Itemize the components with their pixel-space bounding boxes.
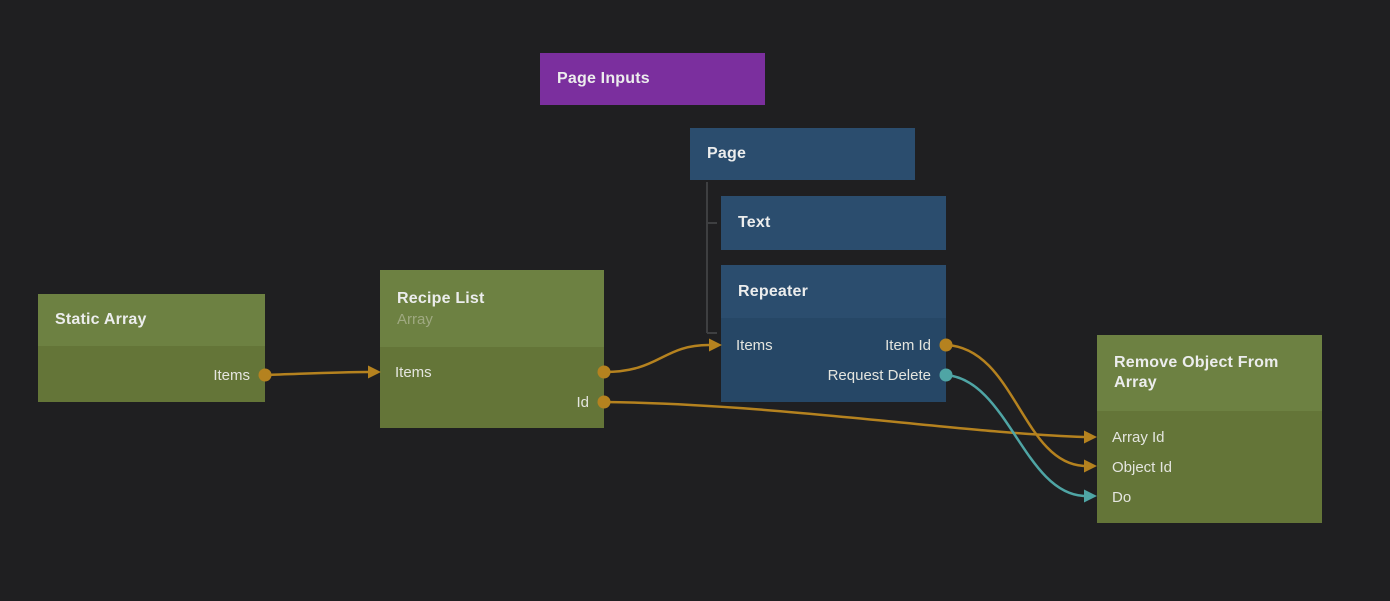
node-title: Text — [738, 214, 771, 231]
node-header: Repeater — [721, 265, 946, 318]
wire-recipelist-items-to-repeater-items[interactable] — [603, 343, 710, 374]
node-page-inputs[interactable]: Page Inputs — [540, 53, 765, 105]
connection-arrowhead — [1084, 430, 1097, 444]
ports-section: Items Item Id Request Delete — [721, 318, 946, 402]
node-header: Page Inputs — [540, 53, 765, 105]
node-recipe-list[interactable]: Recipe List Array Items Id — [380, 270, 604, 428]
port-row: Request Delete — [721, 360, 946, 390]
node-header: Recipe List Array — [380, 270, 604, 347]
ports-section: Items — [38, 346, 265, 402]
port-row: Id — [380, 387, 604, 417]
port-row: Array Id — [1097, 422, 1322, 452]
port-row: Items — [38, 360, 265, 390]
port-output-item-id[interactable]: Item Id — [885, 336, 931, 354]
node-title: Remove Object From Array — [1114, 354, 1279, 391]
wire-repeater-itemid-to-remove-objectid[interactable] — [945, 343, 1085, 468]
ports-section: Items Id — [380, 347, 604, 428]
port-output-request-delete[interactable]: Request Delete — [827, 366, 931, 384]
node-static-array[interactable]: Static Array Items — [38, 294, 265, 402]
node-repeater[interactable]: Repeater Items Item Id Request Delete — [721, 265, 946, 402]
node-page[interactable]: Page — [690, 128, 915, 180]
port-input-object-id[interactable]: Object Id — [1112, 458, 1173, 476]
port-input-array-id[interactable]: Array Id — [1112, 428, 1165, 446]
ports-section: Array Id Object Id Do — [1097, 411, 1322, 523]
node-header: Text — [721, 196, 946, 250]
wire-repeater-requestdelete-to-remove-do[interactable] — [945, 373, 1085, 498]
tree-connector-page-children — [706, 182, 717, 334]
node-remove-object-from-array[interactable]: Remove Object From Array Array Id Object… — [1097, 335, 1322, 523]
node-header: Page — [690, 128, 915, 180]
port-input-items[interactable]: Items — [736, 336, 773, 354]
node-title: Repeater — [738, 282, 809, 300]
node-header: Static Array — [38, 294, 265, 346]
node-text[interactable]: Text — [721, 196, 946, 250]
node-title: Recipe List — [397, 290, 485, 307]
port-row: Object Id — [1097, 452, 1322, 482]
connection-arrowhead — [1084, 459, 1097, 473]
node-title: Page Inputs — [557, 70, 650, 87]
node-subtitle: Array — [397, 311, 433, 328]
node-title: Static Array — [55, 311, 147, 328]
wire-recipelist-id-to-remove-arrayid[interactable] — [603, 400, 1085, 439]
port-input-do[interactable]: Do — [1112, 488, 1132, 506]
port-row: Do — [1097, 482, 1322, 512]
port-output-id[interactable]: Id — [576, 393, 589, 411]
wire-staticarray-items-to-recipelist-items[interactable] — [264, 370, 369, 377]
port-row: Items Item Id — [721, 330, 946, 360]
node-header: Remove Object From Array — [1097, 335, 1322, 411]
port-output-items[interactable]: Items — [213, 366, 250, 384]
node-title: Page — [707, 145, 747, 162]
port-input-items[interactable]: Items — [395, 363, 432, 381]
port-row: Items — [380, 357, 604, 387]
connection-arrowhead — [1084, 489, 1097, 503]
